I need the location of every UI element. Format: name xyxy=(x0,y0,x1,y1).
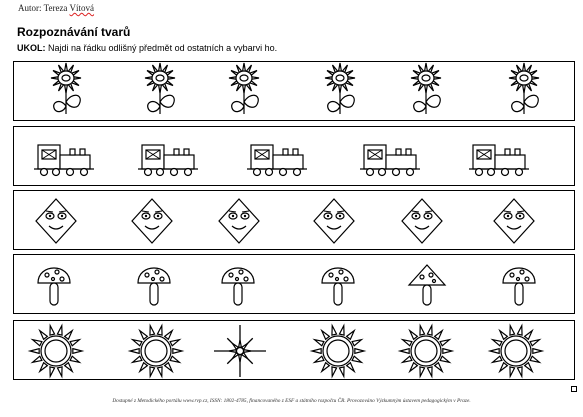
mushroom-icon[interactable] xyxy=(37,267,71,306)
flower-icon[interactable] xyxy=(410,62,442,114)
sun-icon[interactable] xyxy=(487,323,545,379)
mushroom-icon[interactable] xyxy=(221,267,255,306)
diamond-face-icon[interactable] xyxy=(313,198,355,244)
author-prefix: Autor: Tereza xyxy=(18,3,70,13)
diamond-face-icon[interactable] xyxy=(35,198,77,244)
page-title: Rozpoznávání tvarů xyxy=(17,25,131,39)
train-icon[interactable] xyxy=(34,144,94,177)
author-line: Autor: Tereza Vítová xyxy=(18,3,94,13)
flower-icon[interactable] xyxy=(508,62,540,114)
triangle-cap-mushroom-icon[interactable] xyxy=(407,264,447,306)
instruction-label: UKOL: xyxy=(17,43,46,53)
row-mushrooms xyxy=(13,254,575,314)
row-suns xyxy=(13,320,575,380)
flower-icon[interactable] xyxy=(228,62,260,114)
mushrooms-canvas xyxy=(37,264,536,306)
flower-icon[interactable] xyxy=(324,62,356,114)
diamonds-canvas xyxy=(35,198,535,244)
train-icon[interactable] xyxy=(360,144,420,177)
diamond-face-icon[interactable] xyxy=(493,198,535,244)
sun-icon[interactable] xyxy=(397,323,455,379)
row-flowers xyxy=(13,61,575,121)
train-icon[interactable] xyxy=(247,144,307,177)
sun-icon[interactable] xyxy=(309,323,367,379)
instruction-text: Najdi na řádku odlišný předmět od ostatn… xyxy=(45,43,278,53)
author-surname: Vítová xyxy=(69,3,95,13)
corner-marker xyxy=(571,386,577,392)
suns-canvas xyxy=(27,323,545,379)
row-diamonds xyxy=(13,190,575,250)
diamond-face-icon[interactable] xyxy=(131,198,173,244)
mushroom-icon[interactable] xyxy=(137,267,171,306)
instruction: UKOL: Najdi na řádku odlišný předmět od … xyxy=(17,43,277,53)
sun-icon[interactable] xyxy=(127,323,185,379)
trains-canvas xyxy=(34,144,529,177)
mushroom-icon[interactable] xyxy=(321,267,355,306)
train-icon[interactable] xyxy=(138,144,198,177)
sun-icon[interactable] xyxy=(27,323,85,379)
flower-icon[interactable] xyxy=(144,62,176,114)
diamond-face-icon[interactable] xyxy=(401,198,443,244)
flower-icon[interactable] xyxy=(50,62,82,114)
train-icon[interactable] xyxy=(469,144,529,177)
diamond-face-icon[interactable] xyxy=(218,198,260,244)
footer-text: Dostupné z Metodického portálu www.rvp.c… xyxy=(112,398,471,404)
mushroom-icon[interactable] xyxy=(502,267,536,306)
row-trains xyxy=(13,126,575,186)
star-sun-icon[interactable] xyxy=(214,325,266,377)
flowers-canvas xyxy=(50,62,540,114)
